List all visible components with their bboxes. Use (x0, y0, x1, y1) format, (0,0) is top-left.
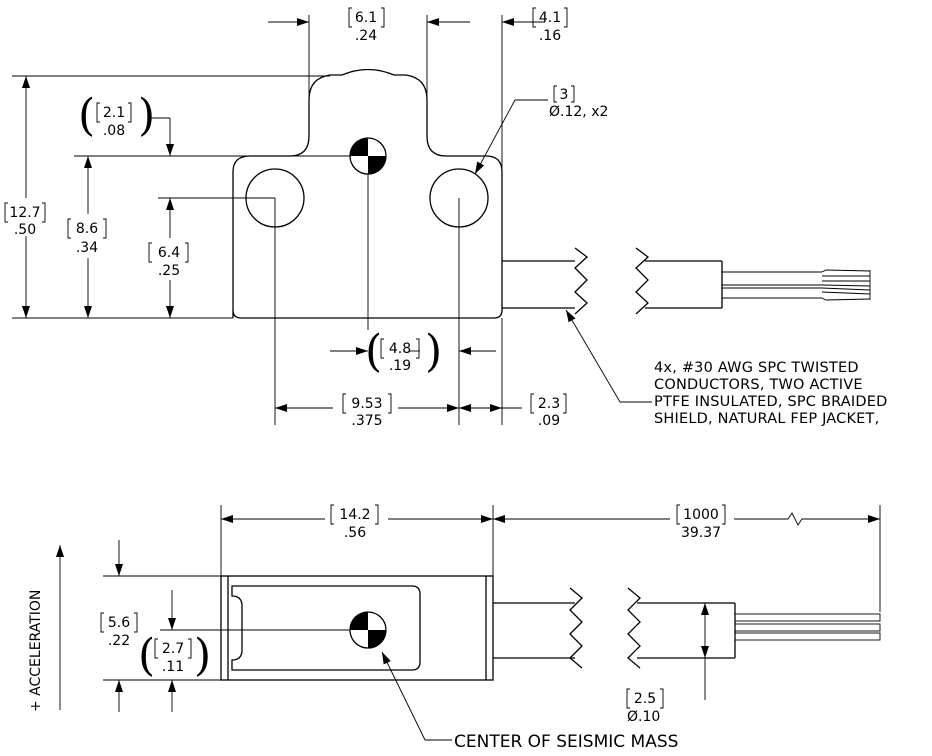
dim-side-height-mm: 5.6 (108, 615, 130, 631)
svg-text:12.7: 12.7 (9, 205, 40, 221)
svg-text:39.37: 39.37 (681, 525, 721, 541)
seismic-mass-label: CENTER OF SEISMIC MASS (454, 732, 678, 752)
dim-cable-dia-in: .10 (638, 709, 660, 725)
dim-cg-height-mm: 8.6 (76, 221, 98, 237)
svg-text:2.5: 2.5 (634, 691, 656, 707)
dim-hole-spacing-mm: 9.53 (351, 396, 382, 412)
svg-text:6.4: 6.4 (158, 245, 180, 261)
dim-side-height-in: .22 (108, 633, 130, 649)
svg-text:2.3: 2.3 (538, 396, 560, 412)
dim-cable-length-in: 39.37 (681, 525, 721, 541)
extension-lines-top (12, 15, 503, 425)
svg-text:.34: .34 (76, 240, 98, 256)
dim-height-total-mm: 12.7 (9, 205, 40, 221)
svg-text:4.1: 4.1 (539, 10, 561, 26)
svg-text:): ) (194, 630, 211, 681)
dim-cg-offset-mm: 4.8 (389, 341, 411, 357)
side-body-recess (231, 585, 421, 671)
dim-cg-offset-in: .19 (389, 358, 411, 374)
svg-text:6.1: 6.1 (355, 10, 377, 26)
cable-top (502, 247, 871, 315)
svg-text:PTFE INSULATED, SPC BRAIDED: PTFE INSULATED, SPC BRAIDED (654, 394, 887, 410)
svg-text:.16: .16 (539, 28, 561, 44)
conductors-top (722, 269, 871, 301)
mm-brackets-side (100, 504, 726, 709)
svg-text:5.6: 5.6 (108, 615, 130, 631)
svg-text:3: 3 (560, 87, 569, 103)
dim-right-margin-mm: 4.1 (539, 10, 561, 26)
dim-hole-mm: 3 (560, 87, 569, 103)
dim-body-length-mm: 14.2 (339, 507, 370, 523)
dim-top-width-mm: 6.1 (355, 10, 377, 26)
cable-spec-line-2: CONDUCTORS, TWO ACTIVE (654, 377, 863, 393)
dim-height-total-in: .50 (14, 222, 36, 238)
dim-hole-in: .12, x2 (560, 104, 608, 120)
center-of-mass-symbol-side (349, 611, 387, 649)
svg-text:.09: .09 (538, 413, 560, 429)
svg-text:): ) (138, 90, 155, 141)
dim-top-width-in: .24 (355, 28, 377, 44)
cable-spec-line-4: SHIELD, NATURAL FEP JACKET, (654, 411, 879, 427)
dim-cable-length-mm: 1000 (683, 507, 719, 523)
svg-text:.25: .25 (158, 263, 180, 279)
svg-text:8.6: 8.6 (76, 221, 98, 237)
svg-text:4x, #30 AWG SPC TWISTED: 4x, #30 AWG SPC TWISTED (654, 360, 859, 376)
svg-text:Ø.12, x2: Ø.12, x2 (549, 104, 608, 120)
top-view: ( ) ( ) 6.1 .24 4.1 .16 3 Ø.12, x2 2.1 .… (4, 7, 887, 429)
svg-text:9.53: 9.53 (351, 396, 382, 412)
svg-text:.08: .08 (103, 123, 125, 139)
cable-spec-line-1: 4x, #30 AWG SPC TWISTED (654, 360, 859, 376)
cable-spec-note: 4x, #30 AWG SPC TWISTED CONDUCTORS, TWO … (654, 360, 887, 427)
dim-hole-height-mm: 6.4 (158, 245, 180, 261)
svg-text:4.8: 4.8 (389, 341, 411, 357)
svg-text:): ) (425, 326, 442, 377)
svg-text:CENTER OF SEISMIC MASS: CENTER OF SEISMIC MASS (454, 732, 678, 752)
mm-brackets-top (4, 7, 575, 414)
dim-body-length-in: .56 (344, 525, 366, 541)
side-body-outline (220, 575, 494, 681)
dim-hole-edge-in: .09 (538, 413, 560, 429)
svg-text:CONDUCTORS, TWO ACTIVE: CONDUCTORS, TWO ACTIVE (654, 377, 863, 393)
svg-text:.24: .24 (355, 28, 377, 44)
svg-text:1000: 1000 (683, 507, 719, 523)
svg-text:2.7: 2.7 (162, 641, 184, 657)
dimension-lines-side (56, 512, 880, 741)
svg-text:.11: .11 (162, 659, 184, 675)
sensor-body-outline (232, 68, 503, 319)
svg-text:.19: .19 (389, 358, 411, 374)
dim-hole-diameter-symbol: Ø (549, 104, 560, 120)
side-view: ( ) 14.2 .56 1000 39.37 5.6 .22 2.7 .11 … (28, 504, 881, 752)
dim-top-offset-in: .08 (103, 123, 125, 139)
svg-text:(: ( (365, 326, 382, 377)
dimension-lines-top (22, 18, 652, 412)
cable-side (493, 587, 881, 669)
dim-cable-dia-mm: 2.5 (634, 691, 656, 707)
dim-right-margin-in: .16 (539, 28, 561, 44)
dim-cg-height-in: .34 (76, 240, 98, 256)
svg-text:Ø.10: Ø.10 (627, 709, 660, 725)
svg-text:.375: .375 (351, 413, 382, 429)
center-of-mass-symbol-top (349, 137, 387, 175)
svg-text:.22: .22 (108, 633, 130, 649)
dim-hole-height-in: .25 (158, 263, 180, 279)
dim-hole-spacing-in: .375 (351, 413, 382, 429)
dim-cable-dia-symbol: Ø (627, 709, 638, 725)
acceleration-label: + ACCELERATION (28, 590, 44, 712)
svg-text:SHIELD, NATURAL FEP JACKET,: SHIELD, NATURAL FEP JACKET, (654, 411, 879, 427)
extension-lines-side (103, 505, 881, 681)
svg-text:.56: .56 (344, 525, 366, 541)
svg-text:14.2: 14.2 (339, 507, 370, 523)
svg-text:2.1: 2.1 (103, 105, 125, 121)
dim-hole-edge-mm: 2.3 (538, 396, 560, 412)
svg-text:.50: .50 (14, 222, 36, 238)
dim-top-offset-mm: 2.1 (103, 105, 125, 121)
dim-side-cg-in: .11 (162, 659, 184, 675)
cable-spec-line-3: PTFE INSULATED, SPC BRAIDED (654, 394, 887, 410)
svg-text:+ ACCELERATION: + ACCELERATION (28, 590, 44, 712)
dim-side-cg-mm: 2.7 (162, 641, 184, 657)
svg-text:(: ( (138, 630, 155, 681)
svg-text:(: ( (78, 90, 95, 141)
